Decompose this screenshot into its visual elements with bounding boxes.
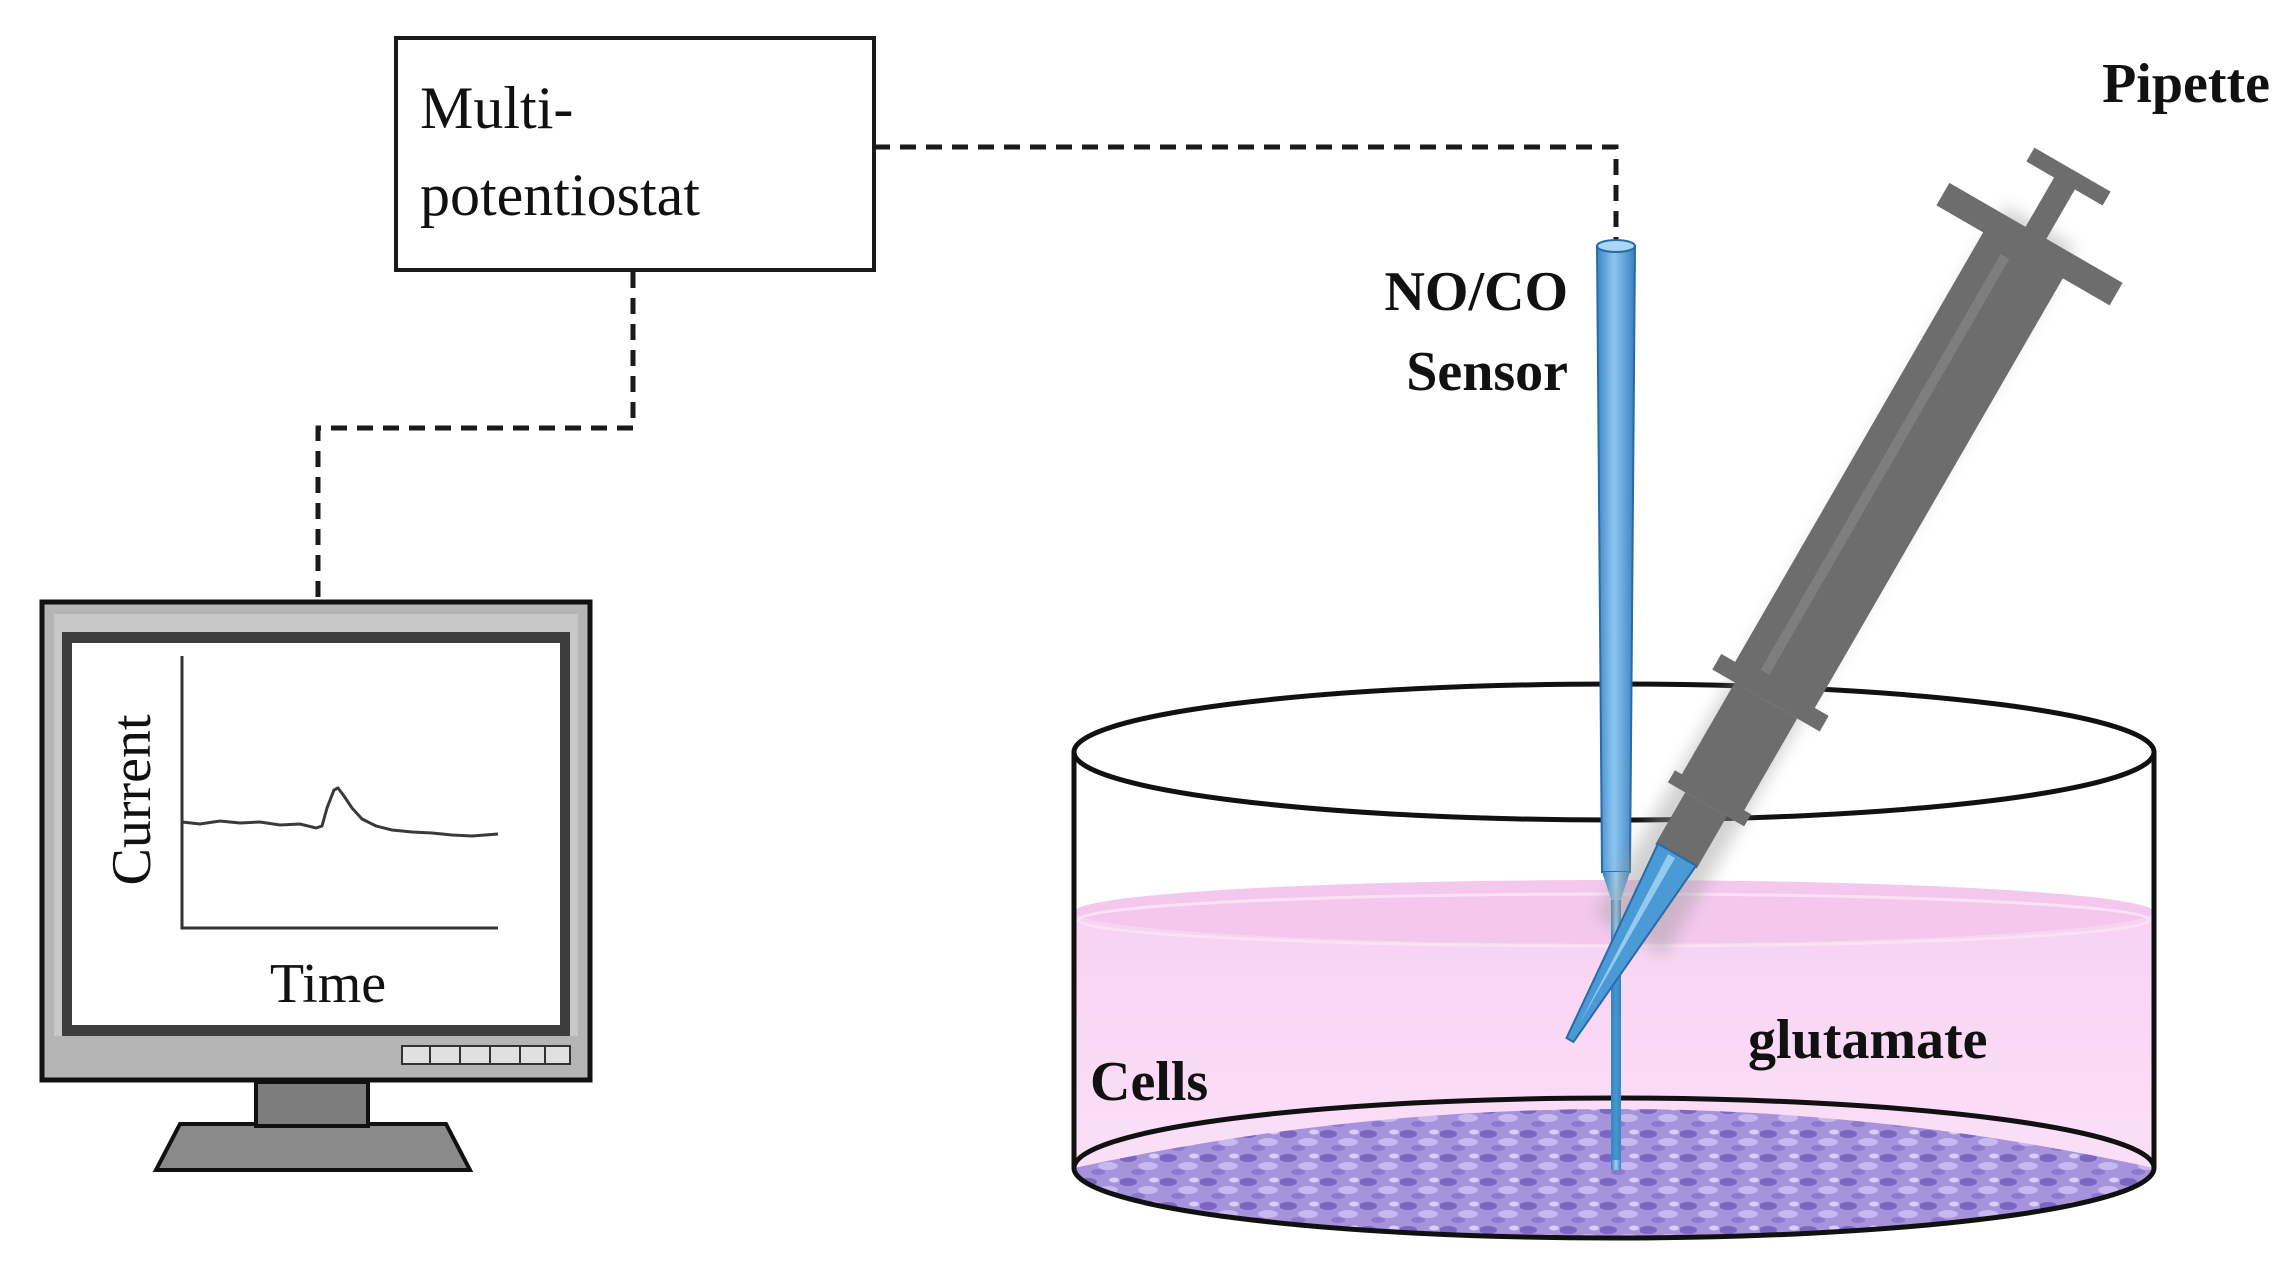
pipette-icon xyxy=(1565,147,2123,1044)
plot-y-label: Current xyxy=(101,714,163,886)
cells-label: Cells xyxy=(1090,1051,1208,1113)
current-trace xyxy=(181,786,499,838)
potentiostat-label-line1: Multi- xyxy=(420,75,573,141)
desktop-monitor-icon: Current Time xyxy=(39,599,593,1172)
sensor-label-line2: Sensor xyxy=(1406,341,1568,403)
glutamate-label: glutamate xyxy=(1748,1009,1988,1071)
pipette-label: Pipette xyxy=(2102,53,2270,115)
connection-wires xyxy=(315,144,1619,598)
sensor-label-line1: NO/CO xyxy=(1384,261,1568,323)
cells-layer xyxy=(1074,1109,2154,1238)
wire-potentiostat-to-computer xyxy=(315,272,636,598)
plot-axes xyxy=(180,656,498,930)
electrode-sensor-icon xyxy=(1595,239,1637,1170)
multi-potentiostat-box: Multi- potentiostat xyxy=(394,36,876,272)
wire-potentiostat-to-sensor xyxy=(874,144,1619,240)
plot-x-label: Time xyxy=(270,953,386,1015)
current-time-plot: Current Time xyxy=(101,656,499,1015)
potentiostat-label-line2: potentiostat xyxy=(420,162,700,228)
